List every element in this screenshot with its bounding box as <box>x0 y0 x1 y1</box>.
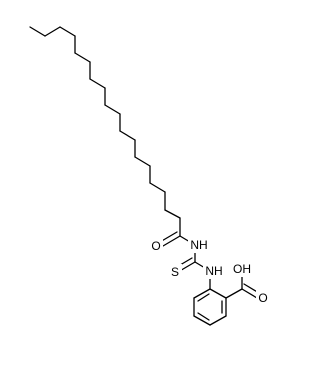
bond-chain-3 <box>59 26 76 37</box>
bond-chain-2 <box>44 26 61 37</box>
bond-ring-6 <box>193 288 211 299</box>
amide-nh-label: NH <box>190 238 207 252</box>
amide-oxygen-label: O <box>151 239 160 253</box>
molecule-diagram: O NH S NH OH O <box>29 26 270 326</box>
bond-ring-inner-3 <box>197 293 210 302</box>
bond-chain-1 <box>29 26 46 37</box>
bond-chain-17 <box>164 209 181 219</box>
acid-hydroxyl-label: OH <box>233 262 251 276</box>
thiocarbonyl-sulfur-label: S <box>171 265 179 279</box>
bond-ring-cooh <box>225 288 243 299</box>
bond-ring-1 <box>209 288 227 299</box>
bond-chain-7 <box>89 78 106 89</box>
bond-ring-inner-2 <box>197 312 210 321</box>
bond-chain-13 <box>134 156 151 167</box>
bond-chain-15 <box>149 182 166 193</box>
bond-chain-11 <box>119 130 136 141</box>
thiourea-nh-label: NH <box>205 264 222 278</box>
bond-amide-co-1 <box>162 235 181 247</box>
acid-oxygen-label: O <box>258 291 267 305</box>
atom-label-layer: O NH S NH OH O <box>149 237 270 306</box>
bond-chain-9 <box>104 104 121 115</box>
bond-ring-4 <box>193 315 211 326</box>
bond-ring-3 <box>209 315 227 326</box>
bond-c-o-1 <box>241 288 258 299</box>
bond-layer <box>29 26 260 326</box>
bond-chain-5 <box>74 52 91 63</box>
